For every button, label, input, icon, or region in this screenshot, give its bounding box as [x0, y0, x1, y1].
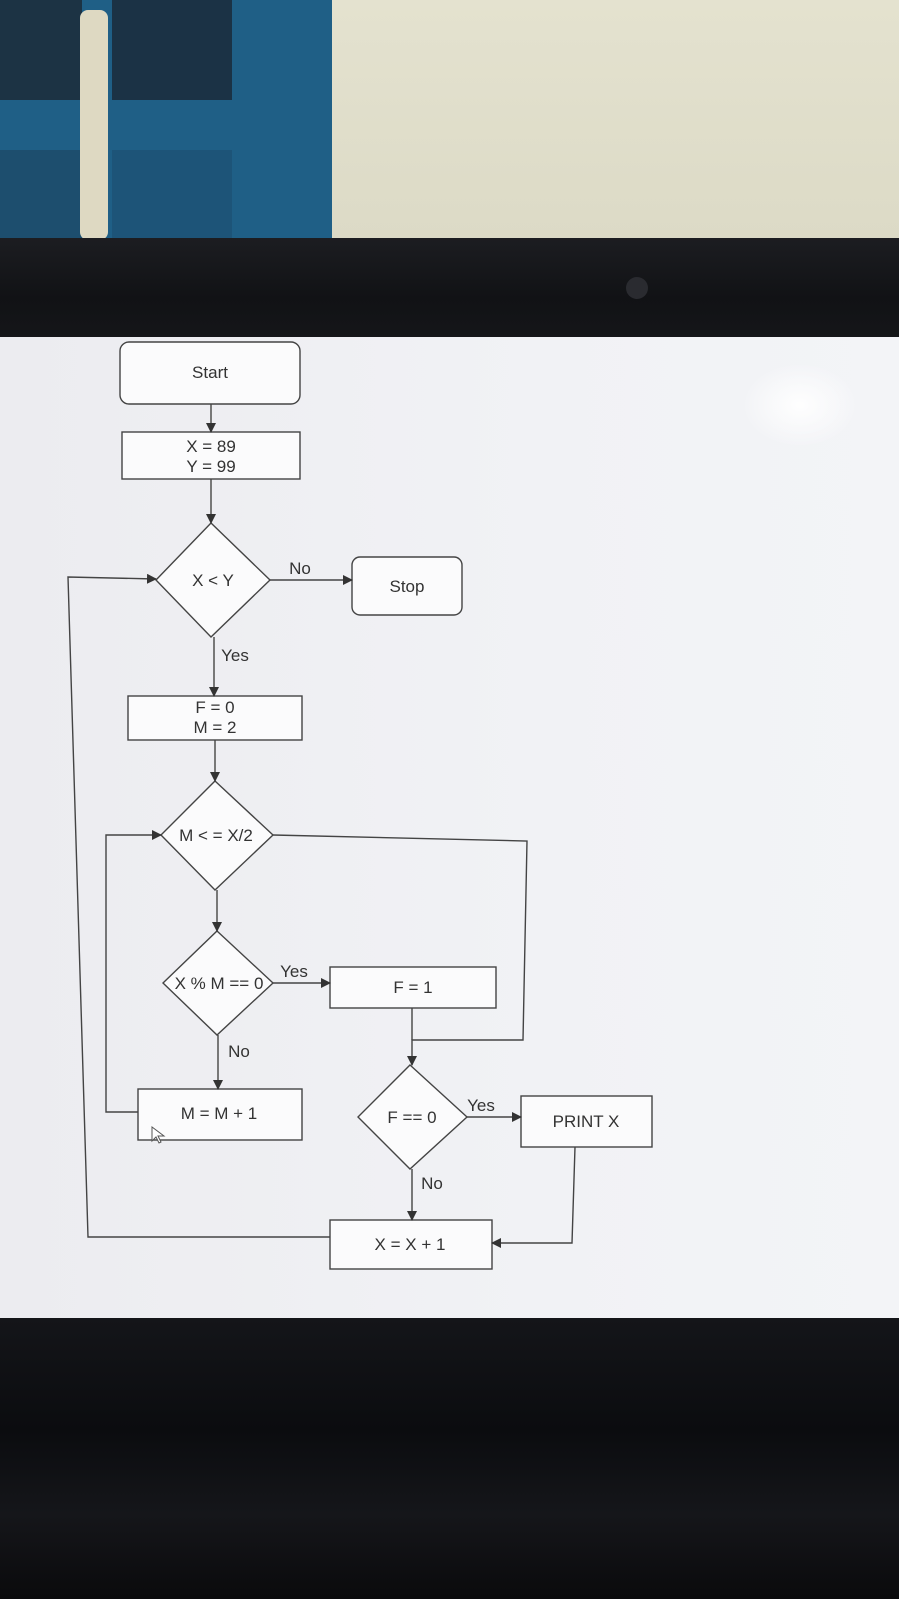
light-glare	[745, 365, 855, 445]
window-bar	[80, 10, 108, 240]
init-f-label: F = 0	[195, 698, 234, 717]
start-label: Start	[192, 363, 228, 382]
cond-m-diamond	[160, 780, 275, 891]
cond-mod-diamond	[161, 930, 275, 1036]
yes-label: Yes	[221, 646, 249, 665]
inc-x-label: X = X + 1	[375, 1235, 446, 1254]
flowchart: Start X = 89 Y = 99 X < Y No Stop Yes F …	[67, 341, 653, 1270]
webcam-icon	[626, 277, 648, 299]
connector-exit-m	[272, 834, 528, 1066]
inc-m-label: M = M + 1	[181, 1104, 258, 1123]
set-f-label: F = 1	[393, 978, 432, 997]
cond-f-diamond	[357, 1064, 469, 1170]
window-pane	[112, 150, 232, 240]
connector-print-back	[491, 1146, 576, 1248]
yes-label: Yes	[467, 1096, 495, 1115]
monitor-bezel-bottom	[0, 1318, 899, 1599]
window-pane	[0, 150, 82, 240]
cond-mod-label: X % M == 0	[175, 974, 264, 993]
init-y-label: Y = 99	[186, 457, 235, 476]
inc-x-box	[329, 1219, 493, 1270]
connector-loop-x	[67, 573, 330, 1238]
print-box	[520, 1095, 653, 1148]
monitor-bezel-top	[0, 238, 899, 338]
stop-label: Stop	[390, 577, 425, 596]
connector-loop-m	[105, 830, 162, 1113]
print-label: PRINT X	[553, 1112, 620, 1131]
cond-f-label: F == 0	[387, 1108, 436, 1127]
init-xy-box	[121, 431, 301, 480]
start-node	[119, 341, 301, 405]
window-pane	[112, 0, 232, 100]
cond-m-label: M < = X/2	[179, 826, 253, 845]
no-label: No	[289, 559, 311, 578]
init-m-label: M = 2	[194, 718, 237, 737]
window-pane	[0, 0, 82, 100]
cond-xy-label: X < Y	[192, 571, 234, 590]
stop-node	[351, 556, 463, 616]
set-f-box	[329, 966, 497, 1009]
yes-label: Yes	[280, 962, 308, 981]
init-x-label: X = 89	[186, 437, 236, 456]
monitor-screen	[0, 337, 899, 1321]
init-fm-box	[127, 695, 303, 741]
cond-xy-diamond	[155, 522, 272, 638]
mouse-cursor-icon	[151, 1126, 166, 1144]
background-window	[0, 0, 332, 240]
no-label: No	[228, 1042, 250, 1061]
no-label: No	[421, 1174, 443, 1193]
